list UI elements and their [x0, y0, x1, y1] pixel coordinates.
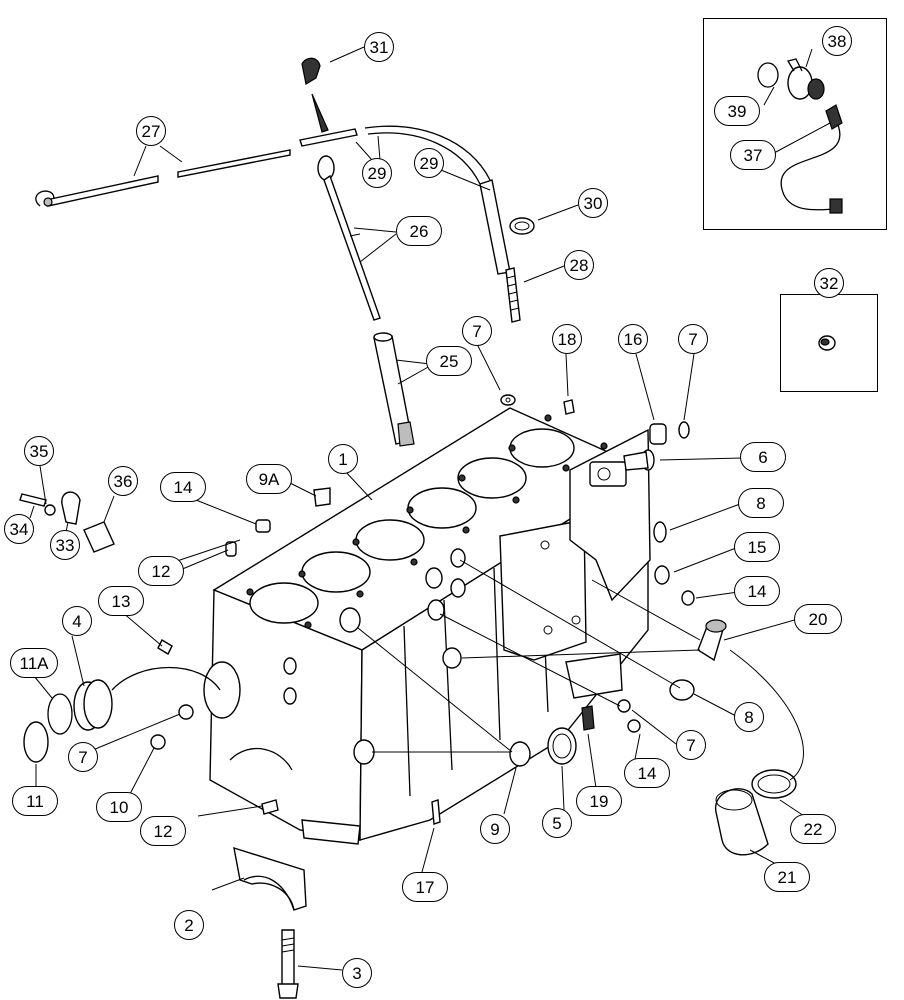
callout-4: 4	[62, 606, 92, 636]
callout-15: 15	[734, 532, 780, 562]
leader-lines	[29, 46, 805, 971]
callout-7-left: 7	[68, 742, 98, 772]
callout-17: 17	[402, 872, 448, 902]
seal-4	[73, 666, 221, 731]
callout-7-top: 7	[462, 316, 492, 346]
callout-33: 33	[50, 530, 80, 560]
plug-6	[623, 449, 655, 471]
callout-22: 22	[790, 814, 836, 844]
callout-16: 16	[618, 324, 648, 354]
tube-25	[373, 332, 415, 447]
callout-13: 13	[98, 586, 144, 616]
callout-9A: 9A	[246, 464, 292, 494]
callout-14-right: 14	[734, 576, 780, 606]
elbow-20	[697, 619, 727, 662]
heater-drawing	[757, 48, 843, 214]
plug-7-mid	[617, 699, 631, 713]
callout-5: 5	[542, 808, 572, 838]
plug-15	[654, 565, 670, 585]
callout-34: 34	[4, 514, 34, 544]
plug-9	[509, 741, 531, 767]
callout-30: 30	[578, 188, 608, 218]
callout-32: 32	[814, 268, 844, 298]
bolt-13	[157, 639, 173, 655]
plug-14-left	[255, 519, 271, 533]
ring-39	[757, 62, 779, 88]
callout-19: 19	[576, 786, 622, 816]
plug-14-mid	[627, 719, 641, 733]
dipstick-27	[35, 149, 291, 207]
assembly-lines	[357, 559, 804, 781]
callout-12-upper: 12	[138, 556, 184, 586]
clamp-22	[751, 769, 797, 799]
callout-20: 20	[794, 604, 842, 634]
callout-14-left: 14	[160, 472, 206, 502]
clamp-30	[509, 217, 535, 235]
callout-8-right: 8	[738, 488, 784, 518]
washer-35	[44, 504, 56, 516]
callout-3: 3	[342, 958, 372, 988]
callout-29-lower: 29	[362, 158, 392, 188]
callout-8-mid: 8	[734, 702, 764, 732]
bearing-cap-2	[233, 846, 307, 911]
callout-27: 27	[136, 116, 166, 146]
clip-33	[61, 491, 81, 525]
disc-11	[23, 721, 49, 763]
plug-10	[150, 734, 166, 750]
callout-2: 2	[174, 910, 204, 940]
callout-7-right: 7	[678, 324, 708, 354]
seal-5	[547, 727, 577, 765]
callout-14-mid: 14	[624, 758, 670, 788]
callout-38: 38	[822, 26, 852, 56]
callout-10: 10	[96, 792, 142, 822]
callout-12-lower: 12	[140, 816, 186, 846]
callout-26: 26	[396, 216, 442, 246]
bolt-3	[277, 929, 299, 999]
spring-28	[505, 267, 521, 323]
callout-35: 35	[24, 436, 54, 466]
plug-12-lower	[261, 799, 279, 815]
callout-29-upper: 29	[414, 148, 444, 178]
sleeve-36	[83, 521, 115, 553]
callout-9: 9	[480, 814, 510, 844]
callout-18: 18	[552, 324, 582, 354]
callout-31: 31	[364, 32, 394, 62]
callout-6: 6	[740, 442, 786, 472]
plug-7-right	[678, 421, 690, 439]
callout-21: 21	[764, 862, 810, 892]
dipstick-26	[317, 155, 381, 321]
plug-8-right	[653, 521, 667, 543]
pin-18	[563, 399, 575, 415]
clip-31	[301, 57, 329, 133]
plug-9A	[313, 487, 331, 507]
plug-16	[649, 423, 667, 445]
callout-39: 39	[714, 96, 760, 126]
plug-7-left	[178, 704, 194, 720]
plug-7-top	[500, 394, 516, 406]
inset-box-plug	[780, 294, 878, 392]
fitting-19	[581, 705, 595, 731]
callout-11: 11	[12, 786, 58, 816]
callout-28: 28	[564, 250, 594, 280]
callout-25: 25	[426, 346, 472, 376]
bolt-34	[19, 493, 47, 507]
heater-38	[787, 66, 813, 100]
plug-14-right	[681, 590, 695, 606]
callout-37: 37	[730, 140, 776, 170]
callout-7-mid: 7	[676, 730, 706, 760]
callout-11A: 11A	[10, 648, 58, 678]
plug-32-drawing	[818, 335, 836, 351]
cord-37	[825, 104, 843, 130]
engine-block	[203, 407, 651, 845]
inset-box-heater	[703, 18, 887, 230]
ring-11A	[47, 693, 73, 735]
pin-17	[431, 799, 441, 825]
hose-21	[715, 788, 769, 856]
callout-1: 1	[328, 444, 358, 474]
plug-12-upper	[225, 541, 237, 557]
callout-36: 36	[108, 466, 138, 496]
plug-8-mid	[669, 679, 695, 701]
